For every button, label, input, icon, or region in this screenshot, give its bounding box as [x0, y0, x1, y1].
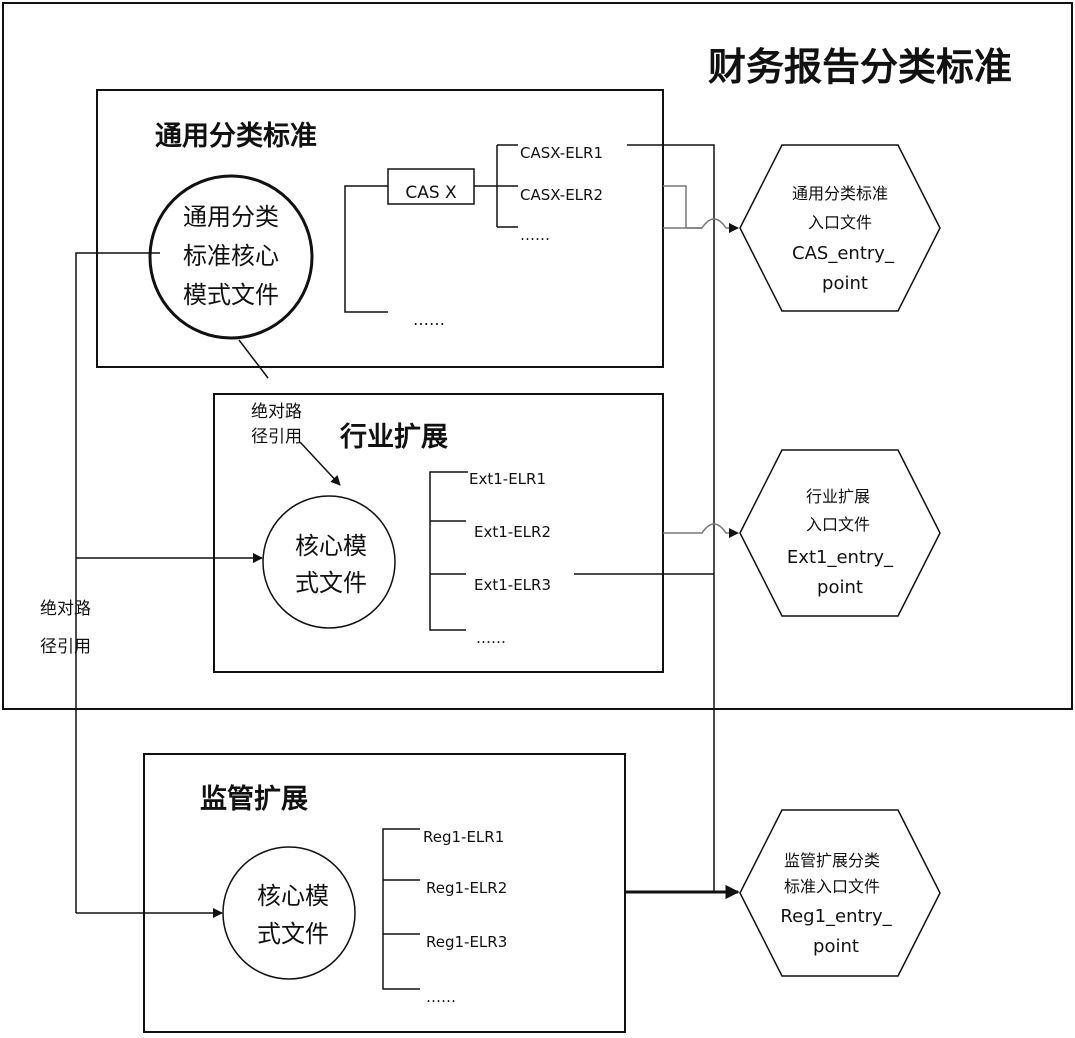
- cas-x-label: CAS X: [405, 183, 457, 203]
- general-core-schema-circle: [148, 174, 314, 340]
- general-to-industry-ref: [238, 339, 269, 379]
- casx-elr2-connector: [663, 185, 739, 233]
- ext1-elr2-label: Ext1-ELR2: [474, 523, 551, 541]
- ext-entry-point-hexagon: [739, 449, 941, 617]
- reg-entry-line3: Reg1_entry_: [780, 906, 892, 927]
- reg1-elr2-label: Reg1-ELR2: [426, 879, 507, 897]
- industry-ref-line2: 径引用: [251, 427, 302, 447]
- regulatory-extension-title: 监管扩展: [200, 784, 308, 815]
- left-ref-line1: 绝对路: [40, 599, 91, 619]
- main-title: 财务报告分类标准: [708, 45, 1012, 89]
- ext1-elr2-connector: [663, 523, 739, 538]
- outer-frame: [2, 2, 1073, 710]
- industry-ellipsis: ……: [476, 629, 506, 647]
- reg1-elr3-label: Reg1-ELR3: [426, 933, 507, 951]
- cas-x-connector: [474, 144, 518, 228]
- regulatory-core-line1: 核心模: [257, 882, 329, 910]
- reg-entry-point-hexagon: [739, 809, 941, 977]
- ext-entry-line4: point: [817, 577, 863, 598]
- ext-entry-line3: Ext1_entry_: [787, 547, 894, 568]
- reg1-elr1-label: Reg1-ELR1: [423, 828, 504, 846]
- industry-core-line1: 核心模: [295, 532, 367, 560]
- cas-entry-line4: point: [822, 273, 868, 294]
- ext-entry-line1: 行业扩展: [806, 487, 870, 506]
- ext1-elr1-label: Ext1-ELR1: [469, 470, 546, 488]
- left-ref-connector: [75, 252, 160, 913]
- regulatory-tree-bracket: [382, 828, 420, 990]
- casx-elr1-label: CASX-ELR1: [520, 144, 603, 162]
- industry-extension-title: 行业扩展: [339, 421, 448, 453]
- general-taxonomy-title: 通用分类标准: [155, 121, 317, 152]
- general-outer-ellipsis: ……: [413, 310, 445, 329]
- industry-core-line2: 式文件: [295, 569, 367, 597]
- left-ref-line2: 径引用: [40, 637, 91, 657]
- reg-entry-line1: 监管扩展分类: [784, 851, 880, 870]
- general-inner-ellipsis: ……: [520, 226, 550, 244]
- general-tree-bracket: [344, 185, 388, 313]
- industry-ref-line1: 绝对路: [251, 402, 302, 422]
- casx-elr2-label: CASX-ELR2: [520, 186, 603, 204]
- regulatory-ellipsis: ……: [426, 988, 456, 1006]
- cas-entry-line2: 入口文件: [808, 213, 872, 232]
- general-core-line2: 标准核心: [183, 242, 279, 270]
- general-core-line1: 通用分类: [183, 203, 279, 231]
- regulatory-core-schema-circle: [222, 846, 356, 980]
- casx-elr1-connector: [627, 144, 740, 899]
- industry-core-schema-circle: [262, 495, 396, 629]
- reg-entry-line4: point: [813, 936, 859, 957]
- ext-entry-line2: 入口文件: [806, 515, 870, 534]
- ext1-elr3-label: Ext1-ELR3: [474, 576, 551, 594]
- general-core-line3: 模式文件: [183, 281, 279, 309]
- industry-tree-bracket: [429, 471, 468, 631]
- industry-ref-arrow: [299, 441, 341, 486]
- cas-entry-line1: 通用分类标准: [792, 184, 888, 203]
- reg-entry-line2: 标准入口文件: [784, 877, 880, 896]
- cas-entry-point-hexagon: [739, 144, 941, 312]
- regulatory-core-line2: 式文件: [257, 920, 329, 948]
- cas-entry-line3: CAS_entry_: [792, 243, 895, 264]
